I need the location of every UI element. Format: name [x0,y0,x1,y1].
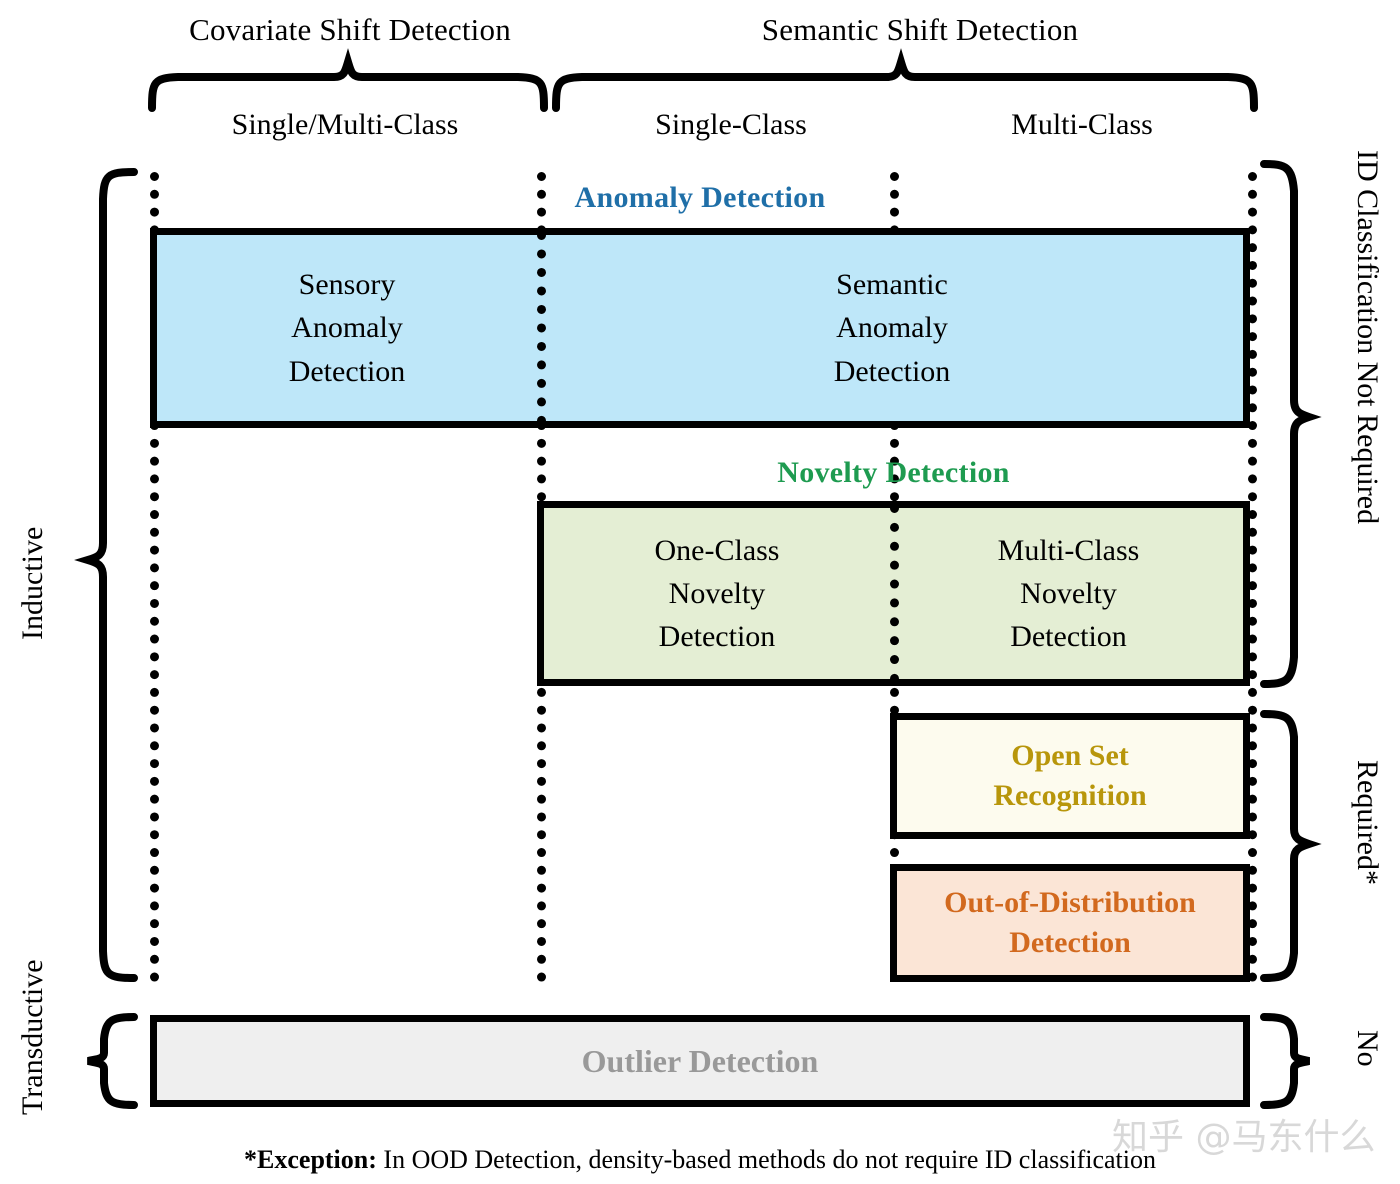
right-brace-required [1260,710,1322,984]
right-brace-id-not-required [1260,160,1322,688]
top-brace-semantic [552,48,1258,112]
right-label-no: No [1351,1030,1384,1067]
footnote: *Exception: In OOD Detection, density-ba… [0,1145,1400,1175]
right-brace-no [1260,1013,1310,1109]
dotted-divider-end [1248,172,1257,982]
cell-one-class-novelty-detection: One-Class Novelty Detection [654,533,780,654]
category-title-anomaly-detection: Anomaly Detection [574,181,826,214]
left-label-transductive: Transductive [16,959,49,1115]
cell-sensory-anomaly-detection: Sensory Anomaly Detection [288,268,406,388]
group-label-covariate-shift: Covariate Shift Detection [189,12,511,47]
cell-divider-anomaly [537,231,546,425]
left-brace-transductive [87,1013,138,1109]
left-label-inductive: Inductive [16,526,49,640]
cell-divider-novelty [890,504,899,683]
footnote-prefix: *Exception: [244,1145,377,1174]
right-label-id-classification-not-required: ID Classification Not Required [1351,150,1384,525]
watermark: 知乎 @马东什么 [1112,1117,1376,1158]
top-brace-covariate [148,48,548,112]
box-open-set-recognition[interactable]: Open Set Recognition [890,713,1250,839]
cell-outlier-detection: Outlier Detection [581,1042,819,1079]
group-label-semantic-shift: Semantic Shift Detection [761,12,1079,47]
dotted-divider-left [150,172,159,982]
column-label-multi-class: Multi-Class [1011,108,1153,141]
cell-open-set-recognition: Open Set Recognition [993,738,1147,813]
column-label-single-multi-class: Single/Multi-Class [231,108,459,141]
footnote-text: In OOD Detection, density-based methods … [376,1145,1156,1174]
category-title-novelty-detection: Novelty Detection [777,456,1010,489]
left-brace-inductive [74,168,138,982]
box-novelty-detection[interactable]: One-Class Novelty Detection Multi-Class … [537,501,1250,686]
cell-semantic-anomaly-detection: Semantic Anomaly Detection [833,268,951,388]
box-anomaly-detection[interactable]: Sensory Anomaly Detection Semantic Anoma… [150,228,1250,428]
cell-multi-class-novelty-detection: Multi-Class Novelty Detection [997,533,1140,654]
box-out-of-distribution-detection[interactable]: Out-of-Distribution Detection [890,864,1250,982]
cell-out-of-distribution-detection: Out-of-Distribution Detection [944,885,1196,960]
column-label-single-class: Single-Class [655,108,807,141]
box-outlier-detection[interactable]: Outlier Detection [150,1015,1250,1107]
right-label-required: Required* [1351,760,1384,885]
